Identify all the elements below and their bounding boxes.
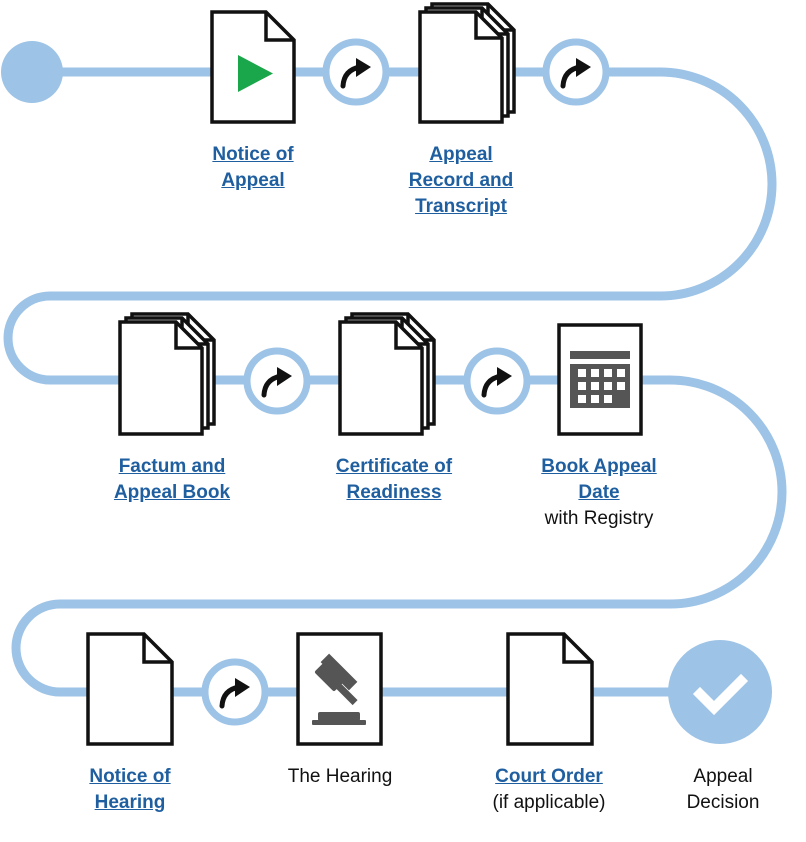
step-notice-of-hearing-label: Notice of Hearing [60,764,200,816]
appeal-record-link[interactable]: Appeal Record and Transcript [386,142,536,220]
curved-arrow-icon [201,658,269,726]
step-book-date-label: Book Appeal Date with Registry [519,454,679,532]
step-decision-label: Appeal Decision [663,764,783,816]
play-icon [238,55,273,92]
curved-arrow-icon [542,38,610,106]
step-hearing-label: The Hearing [270,764,410,790]
appeal-record-line1: Appeal [429,144,493,165]
notice-of-hearing-link[interactable]: Notice of Hearing [60,764,200,816]
court-order-link[interactable]: Court Order [474,764,624,790]
hearing-text: The Hearing [287,766,393,787]
notice-of-appeal-line2: Appeal [221,170,285,191]
book-date-line1: Book Appeal [541,456,657,477]
process-path [3,67,787,697]
certificate-link[interactable]: Certificate of Readiness [314,454,474,506]
certificate-documents-icon [338,312,436,436]
checkmark-icon [668,640,772,744]
gavel-icon [296,632,383,746]
notice-of-hearing-line1: Notice of [89,766,171,787]
factum-link[interactable]: Factum and Appeal Book [92,454,252,506]
decision-line1: Appeal [693,766,753,787]
curved-arrow-icon [243,347,311,415]
court-order-document-icon [506,632,594,746]
start-dot [1,41,63,103]
factum-documents-icon [118,312,216,436]
court-order-note: (if applicable) [492,792,606,813]
decision-line2: Decision [686,792,760,813]
notice-of-appeal-link[interactable]: Notice of Appeal [183,142,323,194]
notice-of-hearing-line2: Hearing [94,792,166,813]
curved-arrow-icon [463,347,531,415]
notice-of-hearing-document-icon [86,632,174,746]
step-notice-of-appeal-label: Notice of Appeal [183,142,323,194]
certificate-line2: Readiness [346,482,442,503]
book-date-note: with Registry [544,508,654,529]
step-factum-label: Factum and Appeal Book [92,454,252,506]
book-date-line2: Date [578,482,620,503]
appeal-record-documents-icon [418,2,516,124]
appeal-record-line2: Record and [408,170,514,191]
book-appeal-date-link[interactable]: Book Appeal Date [519,454,679,506]
curved-arrow-icon [322,38,390,106]
calendar-icon [557,323,643,436]
factum-line2: Appeal Book [113,482,231,503]
step-appeal-record-label: Appeal Record and Transcript [386,142,536,220]
certificate-line1: Certificate of [335,456,453,477]
appeal-record-line3: Transcript [415,196,507,217]
court-order-line1: Court Order [495,766,603,787]
step-certificate-label: Certificate of Readiness [314,454,474,506]
notice-of-appeal-line1: Notice of [212,144,294,165]
step-court-order-label: Court Order (if applicable) [474,764,624,816]
factum-line1: Factum and [118,456,226,477]
